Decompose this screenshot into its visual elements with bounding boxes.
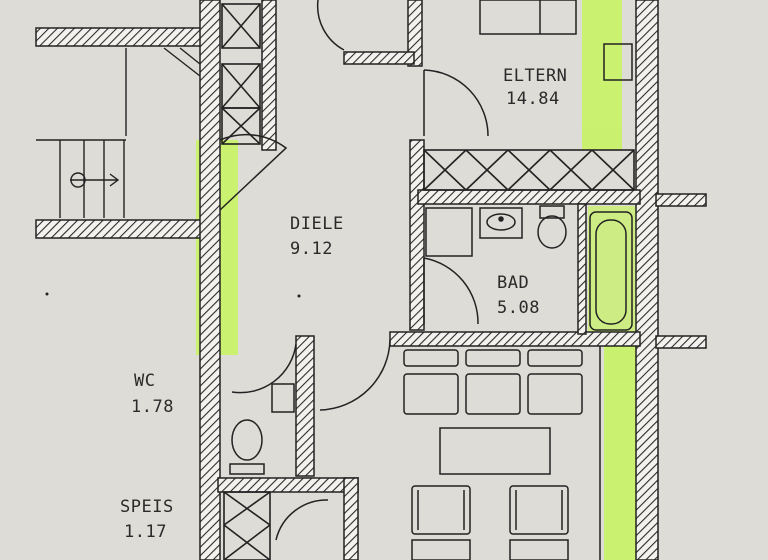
cabinet-speis <box>223 491 271 560</box>
room-area-bad: 5.08 <box>497 298 540 318</box>
wall-left-mid-horizontal <box>35 219 205 239</box>
wall-top-left-horizontal <box>35 27 205 47</box>
wall-speis-vertical <box>343 477 359 560</box>
furniture <box>403 346 601 560</box>
storage-shelves <box>403 349 583 415</box>
room-area-speis: 1.17 <box>124 522 167 542</box>
door-top-swing <box>316 0 345 51</box>
room-name-eltern: ELTERN <box>503 66 567 86</box>
wall-bedroom-bath-horizontal <box>417 189 641 205</box>
nightstand <box>603 43 633 81</box>
wc-sink <box>271 383 295 413</box>
door-diele-left-swing <box>219 133 288 211</box>
wall-right-exterior-upper <box>655 193 707 207</box>
wardrobe <box>423 149 635 191</box>
wall-wc-vertical <box>295 335 315 477</box>
wc-fixtures <box>229 383 295 475</box>
small-marks <box>45 292 301 298</box>
room-area-diele: 9.12 <box>290 239 333 259</box>
wall-right-exterior-lower <box>655 335 707 349</box>
room-name-diele: DIELE <box>290 214 344 234</box>
wall-bath-bottom-horizontal <box>389 331 641 347</box>
highlight-strip-bath <box>588 206 636 334</box>
door-living-swing <box>319 339 391 411</box>
wardrobe-x-marks <box>423 149 635 191</box>
cabinet-top-left-1 <box>221 3 261 49</box>
stair-area <box>36 47 201 218</box>
door-speis-swing <box>275 499 329 541</box>
wall-bath-inner <box>577 203 587 335</box>
wc-toilet <box>229 419 265 475</box>
wall-bedroom-vertical <box>409 139 425 331</box>
wall-upper-vertical <box>261 0 277 151</box>
bathtub <box>589 211 633 331</box>
door-bad-swing <box>423 257 479 325</box>
bath-toilet <box>537 205 567 249</box>
highlight-strip-top-right <box>582 0 622 150</box>
room-area-wc: 1.78 <box>131 397 174 417</box>
sink <box>479 207 523 239</box>
door-wc-swing <box>231 343 297 394</box>
cabinet-top-left-3 <box>221 107 261 145</box>
bath-fixtures <box>425 205 633 331</box>
doors <box>219 0 489 541</box>
wall-speis-horizontal <box>217 477 359 493</box>
cabinets <box>221 3 635 560</box>
bed <box>479 0 633 81</box>
walls <box>35 0 707 560</box>
dining-table <box>439 427 551 475</box>
wall-main-vertical-left <box>199 0 221 560</box>
room-name-bad: BAD <box>497 273 529 293</box>
room-name-speis: SPEIS <box>120 497 174 517</box>
bath-cabinet <box>425 207 473 257</box>
room-labels: ELTERN 14.84 DIELE 9.12 BAD 5.08 WC 1.78… <box>120 66 567 542</box>
room-name-wc: WC <box>134 371 155 391</box>
room-area-eltern: 14.84 <box>506 89 560 109</box>
wall-top-center-horizontal <box>343 51 415 65</box>
wall-top-center-stub <box>407 0 423 67</box>
wall-right-vertical <box>635 0 659 560</box>
chairs <box>411 485 569 560</box>
door-eltern-swing <box>423 69 489 137</box>
